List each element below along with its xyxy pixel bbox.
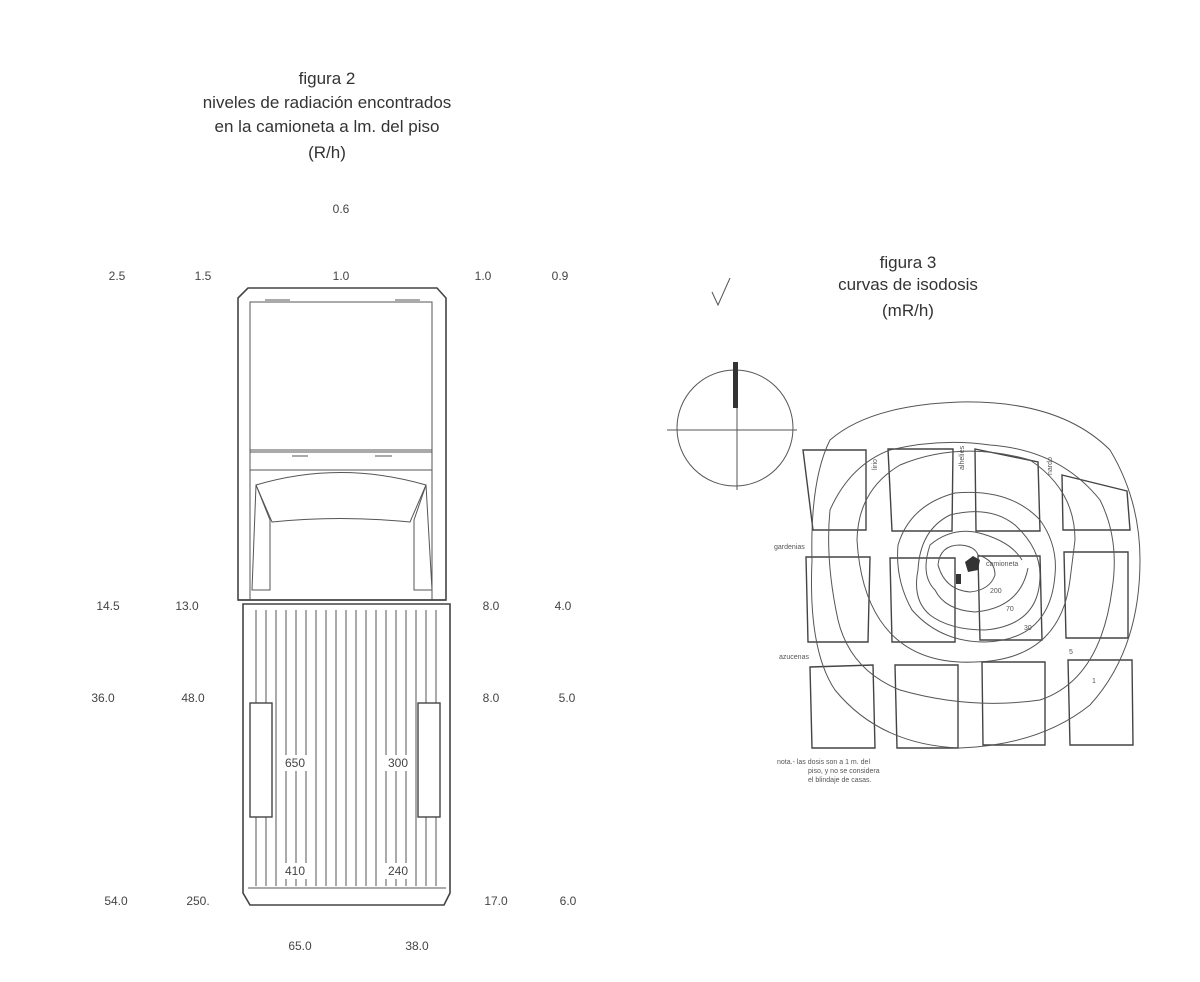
truck-marker-icon bbox=[965, 556, 980, 572]
figure3-title: figura 3 curvas de isodosis (mR/h) bbox=[838, 253, 978, 320]
reading: 650 bbox=[285, 756, 305, 770]
contour-label: 70 bbox=[1006, 606, 1014, 613]
reading: 4.0 bbox=[555, 599, 572, 613]
reading: 48.0 bbox=[181, 691, 205, 705]
city-blocks bbox=[802, 448, 1134, 749]
reading: 240 bbox=[388, 864, 408, 878]
note-line: el blindaje de casas. bbox=[808, 777, 871, 784]
figure2-title-line: en la camioneta a lm. del piso bbox=[215, 117, 440, 136]
figure2-title-line: niveles de radiación encontrados bbox=[203, 93, 452, 112]
figure3-title-line: curvas de isodosis bbox=[838, 275, 978, 294]
reading: 250. bbox=[186, 894, 209, 908]
wheel-well-left bbox=[249, 702, 273, 818]
reading: 38.0 bbox=[405, 939, 429, 953]
figure3-units: (mR/h) bbox=[882, 301, 934, 320]
isodose-contours bbox=[811, 401, 1141, 749]
note-line: piso, y no se considera bbox=[808, 768, 880, 775]
reading: 17.0 bbox=[484, 894, 508, 908]
reading: 2.5 bbox=[109, 269, 126, 283]
street-label: lirio bbox=[872, 459, 879, 470]
reading: 410 bbox=[285, 864, 305, 878]
contour-label: 30 bbox=[1024, 625, 1032, 632]
reading: 0.6 bbox=[333, 202, 350, 216]
street-label: alhelíes bbox=[959, 445, 966, 470]
north-compass-icon bbox=[667, 362, 797, 490]
figure2-units: (R/h) bbox=[308, 143, 346, 162]
street-label: azucenas bbox=[779, 654, 809, 661]
reading: 6.0 bbox=[560, 894, 577, 908]
radiation-readings: 0.6 2.5 1.5 1.0 1.0 0.9 14.5 13.0 8.0 4.… bbox=[91, 202, 576, 953]
reading: 1.0 bbox=[333, 269, 350, 283]
checkmark-icon bbox=[711, 277, 731, 307]
reading: 8.0 bbox=[483, 691, 500, 705]
reading: 14.5 bbox=[96, 599, 120, 613]
source-marker-icon bbox=[956, 574, 961, 584]
street-label: nardo bbox=[1047, 457, 1054, 475]
contour-label: 5 bbox=[1069, 649, 1073, 656]
wheel-well-right bbox=[417, 702, 441, 818]
reading: 8.0 bbox=[483, 599, 500, 613]
street-label: gardenias bbox=[774, 544, 805, 551]
figure3-label: figura 3 bbox=[880, 253, 937, 272]
figure2-label: figura 2 bbox=[299, 69, 356, 88]
vehicle-label: camioneta bbox=[986, 561, 1018, 568]
reading: 1.5 bbox=[195, 269, 212, 283]
reading: 54.0 bbox=[104, 894, 128, 908]
truck-bed-slats bbox=[255, 610, 437, 886]
reading: 65.0 bbox=[288, 939, 312, 953]
note-line: nota.- las dosis son a 1 m. del bbox=[777, 759, 870, 766]
reading: 5.0 bbox=[559, 691, 576, 705]
contour-label: 1 bbox=[1092, 678, 1096, 685]
contour-label: 200 bbox=[990, 588, 1002, 595]
reading: 13.0 bbox=[175, 599, 199, 613]
reading: 300 bbox=[388, 756, 408, 770]
figure2-title: figura 2 niveles de radiación encontrado… bbox=[203, 69, 452, 162]
pickup-truck-drawing bbox=[237, 287, 451, 906]
isodose-map: gardenias azucenas lirio alhelíes nardo … bbox=[774, 401, 1141, 784]
reading: 1.0 bbox=[475, 269, 492, 283]
reading: 0.9 bbox=[552, 269, 569, 283]
reading: 36.0 bbox=[91, 691, 115, 705]
